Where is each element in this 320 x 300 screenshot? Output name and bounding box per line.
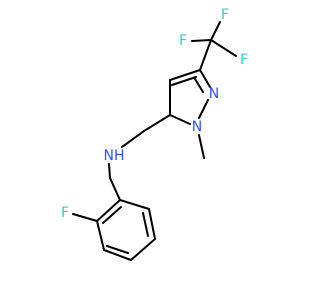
bond-ring-b	[148, 208, 156, 240]
bond-ring-f4	[72, 213, 98, 222]
bond-ring-b-double	[142, 212, 149, 237]
bond-c3-c4-double	[171, 76, 197, 86]
bond-ring-d-double	[106, 245, 129, 254]
bond-ring-f	[96, 199, 121, 222]
bond-c5-n1	[169, 114, 191, 125]
bond-cf3-f3	[210, 39, 237, 57]
bond-ch2-nh	[121, 130, 145, 148]
atom-nh: NH	[104, 148, 125, 164]
bond-ch2-ring	[109, 177, 121, 201]
bond-ring-d	[103, 249, 132, 261]
atom-f3: F	[240, 52, 248, 68]
bond-ring-c	[130, 238, 156, 261]
atom-f4: F	[61, 205, 69, 221]
bond-c5-ch2	[143, 114, 171, 132]
atom-f2: F	[221, 7, 229, 23]
bond-nh-ch2	[108, 163, 111, 179]
bond-cf3-c3	[199, 39, 212, 71]
bond-n1-methyl	[198, 134, 205, 159]
bond-ring-a	[119, 199, 150, 210]
atom-f1: F	[179, 33, 187, 49]
atom-n2: N	[209, 86, 219, 102]
atom-n1: N	[192, 119, 202, 135]
bond-ring-f-double	[102, 206, 122, 224]
bond-n1-n2	[198, 99, 209, 119]
bond-c3-c4	[169, 69, 201, 81]
bond-cf3-f1	[191, 39, 212, 42]
molecule-structure: F F F N N NH F	[61, 7, 248, 261]
bond-n2-c3	[199, 69, 211, 88]
bond-n2-c3-double	[194, 78, 204, 93]
bond-cf3-f2	[210, 21, 221, 41]
bond-ring-e	[96, 220, 105, 251]
